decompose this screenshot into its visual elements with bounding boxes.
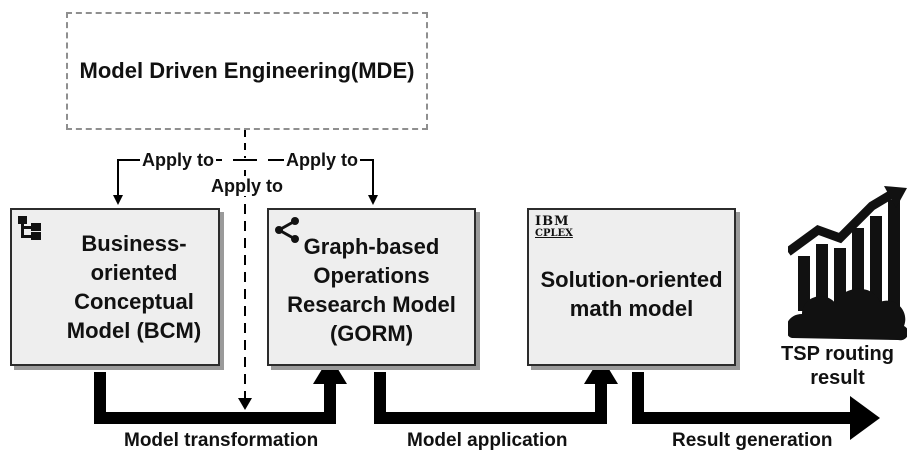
apply-dashed-arrowhead [238, 398, 252, 410]
solution-box: IBM CPLEX Solution-oriented math model [527, 208, 736, 366]
flow-label-transformation: Model transformation [124, 430, 319, 451]
mde-label: Model Driven Engineering(MDE) [79, 58, 415, 83]
apply-label-middle: Apply to [209, 176, 285, 196]
share-graph-icon [275, 217, 299, 243]
bcm-label: Business-oriented Conceptual Model (BCM) [66, 231, 202, 343]
flow-label-application: Model application [407, 430, 568, 451]
ibm-cplex-logo: IBM CPLEX [535, 214, 573, 240]
cloud-growth-chart-icon [788, 186, 907, 341]
gorm-box: Graph-based Operations Research Model (G… [267, 208, 476, 366]
bcm-box: Business-oriented Conceptual Model (BCM) [10, 208, 220, 366]
apply-bracket-right [355, 159, 374, 170]
mde-box: Model Driven Engineering(MDE) [66, 12, 428, 130]
tsp-result-label: TSP routing result [781, 343, 894, 389]
flow-arrow-application-shape [374, 356, 618, 424]
flow-arrow-generation-shape [632, 372, 880, 440]
apply-label-right: Apply to [284, 150, 360, 170]
ibm-logo-text: IBM [535, 214, 570, 229]
gorm-label: Graph-based Operations Research Model (G… [287, 234, 456, 346]
flow-label-generation: Result generation [672, 430, 833, 451]
hierarchy-icon [18, 216, 41, 240]
solution-label: Solution-oriented math model [540, 267, 723, 321]
cplex-logo-text: CPLEX [535, 228, 573, 239]
apply-bracket-left [117, 159, 140, 170]
flow-arrow-transformation-shape [94, 356, 347, 424]
apply-label-left: Apply to [140, 150, 216, 170]
